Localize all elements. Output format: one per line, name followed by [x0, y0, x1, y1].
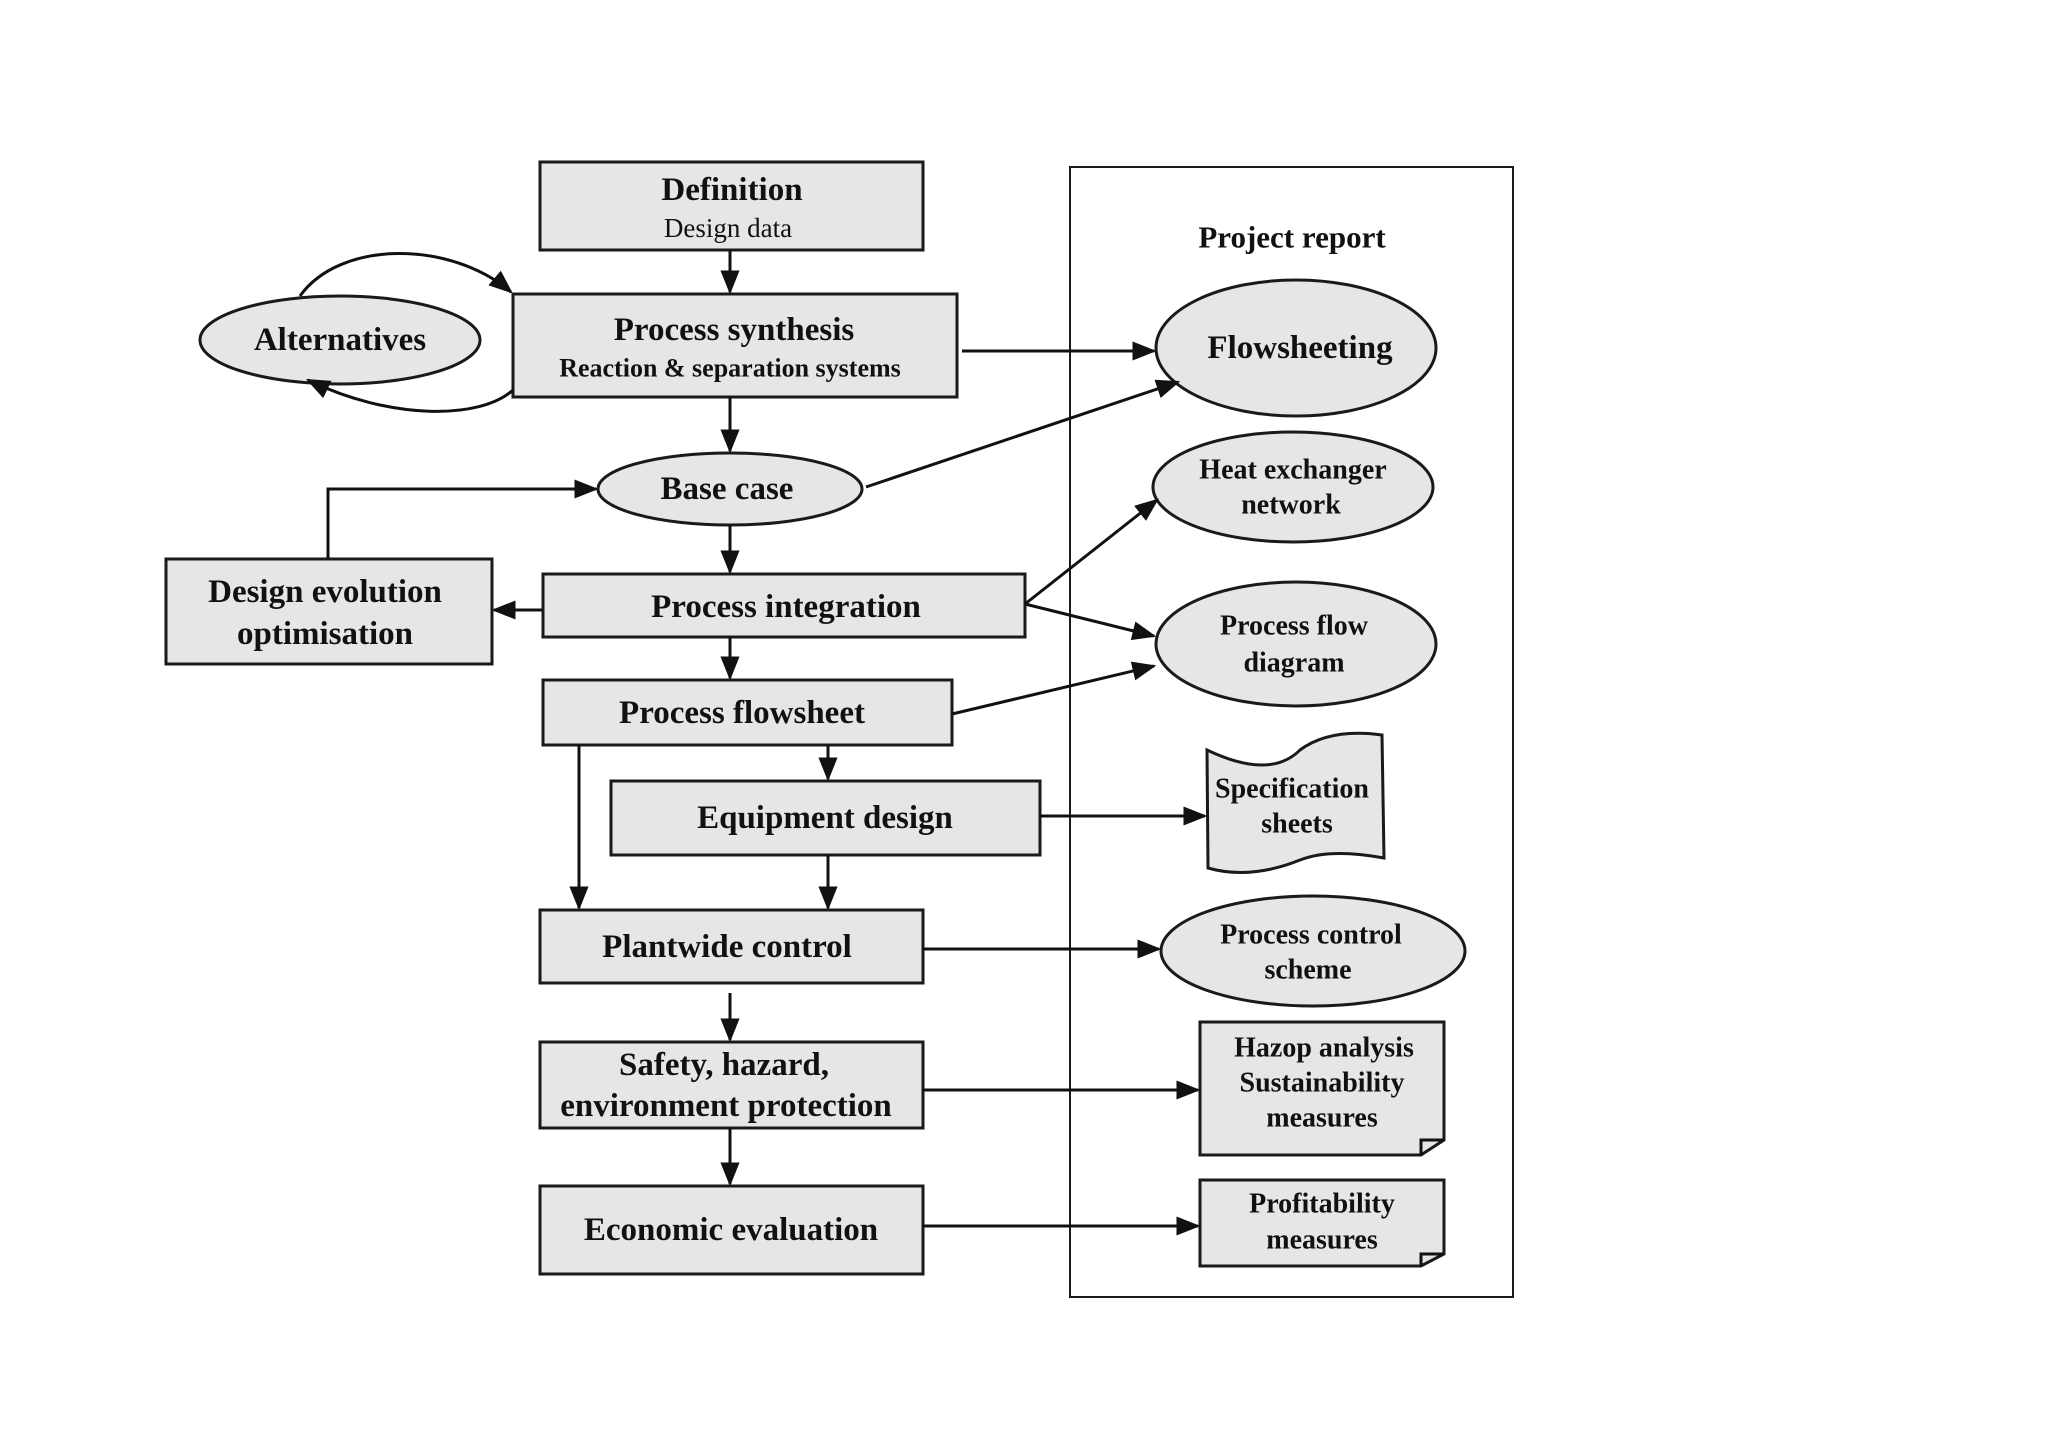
pfd-line2: diagram — [1243, 648, 1344, 679]
equipment-design-node: Equipment design — [609, 779, 1042, 857]
edge-flowsheet-to-pfd — [951, 661, 1157, 716]
process-flow-diagram-output: Process flow diagram — [1154, 580, 1438, 708]
hazop-line1: Hazop analysis — [1234, 1033, 1414, 1064]
connectors — [298, 250, 1208, 1236]
profit-line1: Profitability — [1249, 1189, 1395, 1220]
hen-line2: network — [1241, 490, 1341, 521]
process-flowsheet-node: Process flowsheet — [541, 678, 954, 747]
economic-evaluation-title: Economic evaluation — [584, 1212, 878, 1248]
definition-subtitle: Design data — [664, 213, 792, 243]
flowsheeting-title: Flowsheeting — [1207, 330, 1393, 366]
process-integration-title: Process integration — [651, 589, 921, 625]
definition-node: Definition Design data — [538, 160, 925, 252]
definition-title: Definition — [661, 172, 802, 208]
design-evolution-line2: optimisation — [237, 616, 413, 652]
edge-integration-to-hen — [1024, 498, 1159, 606]
pfd-line1: Process flow — [1220, 611, 1369, 642]
profit-line2: measures — [1266, 1225, 1378, 1256]
edge-synthesis-to-alternatives — [305, 378, 515, 413]
control-line1: Process control — [1220, 920, 1402, 951]
process-control-scheme-output: Process control scheme — [1159, 894, 1467, 1008]
design-evolution-line1: Design evolution — [208, 574, 442, 610]
alternatives-title: Alternatives — [254, 322, 426, 358]
heat-exchanger-network-output: Heat exchanger network — [1151, 430, 1435, 544]
design-evolution-node: Design evolution optimisation — [164, 557, 494, 666]
project-report-title: Project report — [1198, 220, 1386, 255]
flowsheeting-output: Flowsheeting — [1154, 278, 1438, 418]
hazop-line2: Sustainability — [1240, 1068, 1405, 1099]
specification-sheets-output: Specification sheets — [1205, 731, 1386, 874]
project-report-frame — [1069, 166, 1514, 1298]
base-case-title: Base case — [661, 471, 794, 507]
hen-line1: Heat exchanger — [1199, 455, 1386, 486]
alternatives-node: Alternatives — [198, 294, 482, 386]
edge-alternatives-to-synthesis — [298, 252, 513, 297]
plantwide-control-node: Plantwide control — [538, 908, 925, 985]
spec-line2: sheets — [1261, 809, 1333, 840]
process-synthesis-node: Process synthesis Reaction & separation … — [511, 292, 959, 399]
hazop-output: Hazop analysis Sustainability measures — [1198, 1020, 1446, 1157]
plantwide-control-title: Plantwide control — [602, 929, 852, 965]
hazop-line3: measures — [1266, 1103, 1378, 1134]
safety-line1: Safety, hazard, — [619, 1047, 829, 1083]
control-line2: scheme — [1264, 955, 1351, 986]
process-flowsheet-title: Process flowsheet — [619, 695, 865, 731]
safety-line2: environment protection — [560, 1088, 892, 1124]
economic-evaluation-node: Economic evaluation — [538, 1184, 925, 1276]
safety-node: Safety, hazard, environment protection — [538, 1040, 925, 1130]
process-synthesis-subtitle: Reaction & separation systems — [559, 354, 901, 383]
spec-line1: Specification — [1215, 774, 1369, 805]
process-synthesis-title: Process synthesis — [614, 312, 855, 348]
equipment-design-title: Equipment design — [697, 800, 953, 836]
edge-base-case-to-flowsheeting — [865, 379, 1181, 489]
base-case-node: Base case — [596, 451, 864, 527]
profitability-output: Profitability measures — [1198, 1178, 1446, 1268]
process-integration-node: Process integration — [541, 572, 1027, 639]
edge-integration-to-pfd — [1024, 602, 1157, 641]
edge-design-evolution-to-base-case — [326, 479, 599, 559]
